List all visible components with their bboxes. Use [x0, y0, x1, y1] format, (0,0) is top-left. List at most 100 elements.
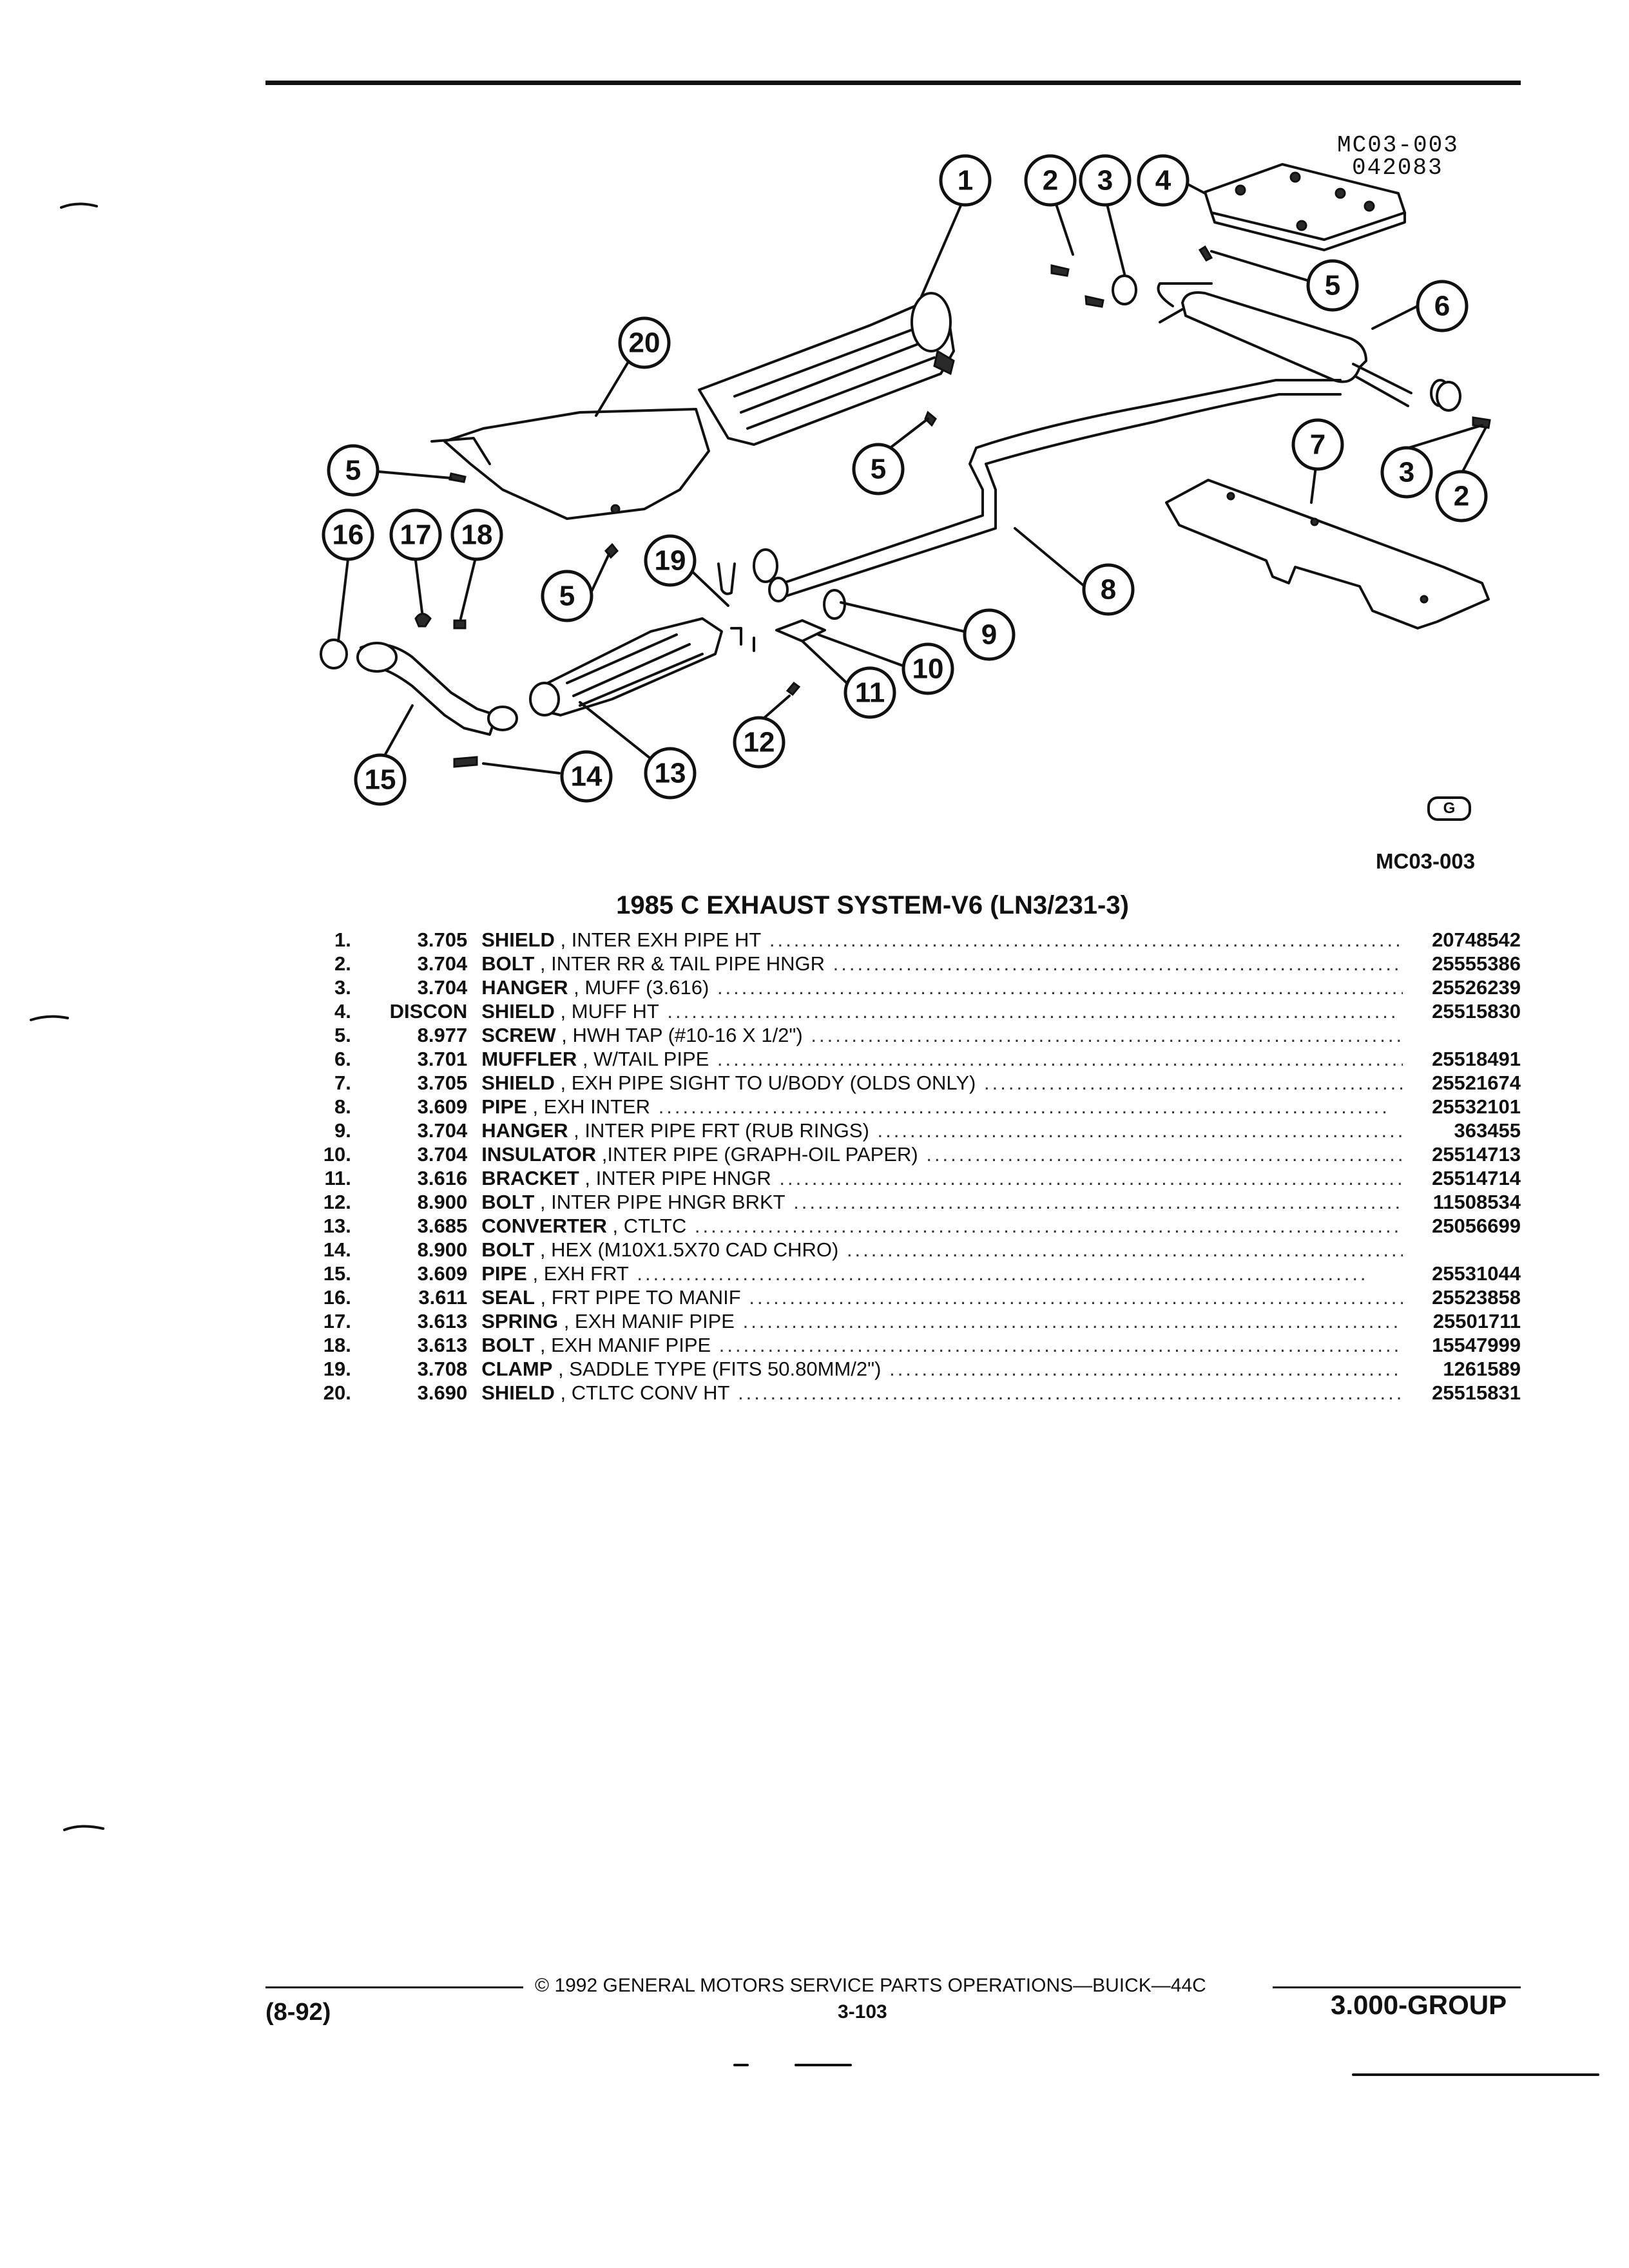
item-number: 20.	[323, 1381, 351, 1404]
callout-5-lower: 5	[541, 570, 593, 622]
part-description: SPRING , EXH MANIF PIPE ................…	[481, 1309, 1403, 1333]
svg-text:18: 18	[461, 519, 493, 551]
item-number: 17.	[323, 1310, 351, 1332]
item-number: 8.	[334, 1095, 351, 1118]
leader-dots: ........................................…	[709, 976, 1403, 999]
part-name: BOLT	[481, 1191, 535, 1213]
part-name: SEAL	[481, 1286, 535, 1309]
svg-text:16: 16	[333, 519, 364, 551]
leader-dots: ........................................…	[659, 1000, 1399, 1023]
callout-2-rear: 2	[1435, 470, 1488, 523]
item-number: 1.	[334, 928, 351, 951]
part-detail: , FRT PIPE TO MANIF	[534, 1286, 741, 1309]
item-number: 12.	[323, 1191, 351, 1213]
part-number: 25515831	[1432, 1381, 1521, 1404]
svg-text:5: 5	[1325, 270, 1340, 302]
part-number: 20748542	[1432, 928, 1521, 951]
part-detail: , CTLTC CONV HT	[554, 1381, 730, 1404]
muffler-heat-shield	[1204, 163, 1406, 251]
leader-dots: ........................................…	[983, 1072, 1403, 1094]
part-detail: , EXH MANIF PIPE	[558, 1310, 735, 1332]
part-name: CONVERTER	[481, 1215, 607, 1237]
part-number: 15547999	[1432, 1334, 1521, 1356]
item-number: 14.	[323, 1238, 351, 1261]
part-name: INSULATOR	[481, 1143, 597, 1166]
top-rule	[265, 81, 1521, 85]
part-number: 25518491	[1432, 1048, 1521, 1070]
part-description: BRACKET , INTER PIPE HNGR ..............…	[481, 1166, 1403, 1190]
group-number: 3.613	[417, 1334, 468, 1356]
svg-text:5: 5	[871, 454, 886, 485]
item-number: 6.	[334, 1048, 351, 1070]
svg-text:1: 1	[958, 165, 973, 197]
group-number: 3.704	[417, 1143, 468, 1166]
part-description: BOLT , EXH MANIF PIPE ..................…	[481, 1333, 1403, 1357]
svg-text:6: 6	[1434, 291, 1450, 322]
leader-dots: ........................................…	[846, 1238, 1403, 1261]
part-detail: , INTER PIPE HNGR BRKT	[534, 1191, 786, 1213]
leader-dots: ........................................…	[877, 1119, 1403, 1142]
leader-dots: ........................................…	[709, 1048, 1403, 1070]
group-number: 3.708	[417, 1358, 468, 1380]
part-detail: , HWH TAP (#10-16 X 1/2")	[555, 1024, 803, 1046]
part-description: SHIELD , CTLTC CONV HT .................…	[481, 1381, 1403, 1405]
part-name: BRACKET	[481, 1167, 579, 1189]
part-description: SHIELD , MUFF HT .......................…	[481, 999, 1403, 1023]
group-number: 3.613	[417, 1310, 468, 1332]
exhaust-system-diagram: 1 2 3 4 5 6 7 3 2 8 9 10 11 12 13 14 15 …	[320, 154, 1491, 806]
small-hardware	[414, 548, 846, 768]
callout-4: 4	[1137, 154, 1190, 207]
group-number: 3.701	[417, 1048, 468, 1070]
part-detail: , MUFF HT	[554, 1000, 659, 1023]
part-name: CLAMP	[481, 1358, 553, 1380]
group-number: 3.704	[417, 952, 468, 975]
svg-text:4: 4	[1155, 165, 1171, 197]
group-label: 3.000-GROUP	[1331, 1990, 1507, 2020]
table-row: 6. 3.701 MUFFLER , W/TAIL PIPE ...........…	[303, 1047, 1521, 1071]
figure-id: MC03-003	[1376, 849, 1476, 873]
part-description: MUFFLER , W/TAIL PIPE ..................…	[481, 1047, 1403, 1071]
item-number: 19.	[323, 1358, 351, 1380]
svg-text:3: 3	[1097, 165, 1113, 197]
part-description: SEAL , FRT PIPE TO MANIF ...............…	[481, 1285, 1403, 1309]
part-description: BOLT , INTER RR & TAIL PIPE HNGR .......…	[481, 952, 1403, 975]
callout-5-center: 5	[852, 443, 905, 495]
group-number: DISCON	[389, 1000, 468, 1023]
part-name: MUFFLER	[481, 1048, 577, 1070]
part-name: HANGER	[481, 976, 568, 999]
leader-dots: ........................................…	[729, 1381, 1403, 1404]
front-exhaust-pipe	[320, 639, 518, 736]
svg-text:10: 10	[912, 653, 944, 685]
svg-text:17: 17	[400, 519, 432, 551]
part-detail: , INTER PIPE FRT (RUB RINGS)	[568, 1119, 869, 1142]
leader-dots: ........................................…	[650, 1095, 1390, 1118]
part-number: 25521674	[1432, 1072, 1521, 1094]
leader-dots: ........................................…	[811, 1024, 1403, 1046]
part-number	[1403, 1238, 1521, 1262]
table-row: 17. 3.613 SPRING , EXH MANIF PIPE ........…	[303, 1309, 1521, 1333]
callout-17: 17	[389, 508, 442, 561]
part-number: 11508534	[1432, 1191, 1521, 1213]
part-detail: , INTER RR & TAIL PIPE HNGR	[534, 952, 825, 975]
part-number: 25526239	[1432, 976, 1521, 999]
callout-3-rear: 3	[1380, 446, 1433, 499]
part-number: 25501711	[1432, 1310, 1521, 1332]
copyright-notice: © 1992 GENERAL MOTORS SERVICE PARTS OPER…	[535, 1975, 1206, 1996]
group-number: 3.690	[417, 1381, 468, 1404]
part-description: BOLT , HEX (M10X1.5X70 CAD CHRO) .......…	[481, 1238, 1403, 1262]
callout-11: 11	[843, 666, 896, 719]
part-number: 25514713	[1432, 1143, 1521, 1166]
leader-dots: ........................................…	[889, 1358, 1403, 1380]
part-number: 25523858	[1432, 1286, 1521, 1309]
svg-text:9: 9	[981, 619, 997, 651]
svg-text:2: 2	[1454, 481, 1469, 512]
callout-8: 8	[1082, 563, 1135, 616]
footer-rule-right	[1273, 1986, 1521, 1988]
intermediate-pipe	[768, 379, 1342, 602]
leader-dots: ........................................…	[749, 1286, 1403, 1309]
